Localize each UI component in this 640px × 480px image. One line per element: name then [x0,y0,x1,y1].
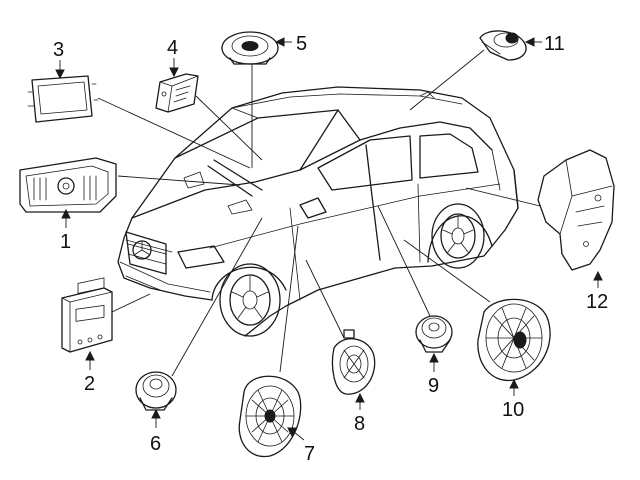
part-10-woofer [477,298,551,382]
part-3-display [27,75,99,123]
part-12-subwoofer [537,149,615,271]
callout-7: 7 [304,443,315,465]
part-9-tweeter [415,315,453,353]
callout-12: 12 [586,291,608,313]
callout-10: 10 [502,399,524,421]
callout-6: 6 [150,433,161,455]
part-6-tweeter [135,371,177,411]
callout-arrows [55,37,603,441]
leader-lines [97,49,541,377]
part-4-amplifier [155,73,199,113]
callout-9: 9 [428,375,439,397]
callout-8: 8 [354,413,365,435]
part-2-module [61,277,113,353]
part-8-speaker [331,329,376,395]
callout-1: 1 [60,231,71,253]
callout-3: 3 [53,39,64,61]
callout-4: 4 [167,37,178,59]
vehicle-outline [117,86,519,337]
callout-labels: 1 2 3 4 5 6 7 8 9 10 11 12 [53,33,608,465]
callout-5: 5 [296,33,307,55]
part-5-speaker [221,31,279,65]
part-7-door-speaker [238,375,302,458]
callout-2: 2 [84,373,95,395]
callout-11: 11 [544,33,565,55]
part-11-roof-speaker [479,30,527,61]
part-1-control-panel [19,157,117,213]
